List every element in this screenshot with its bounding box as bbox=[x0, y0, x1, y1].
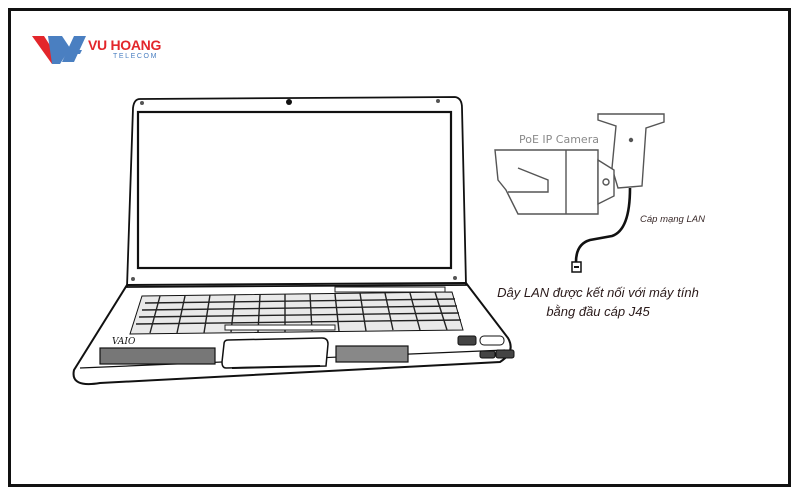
camera-label: PoE IP Camera bbox=[519, 133, 599, 146]
rj45-connector-icon bbox=[571, 261, 582, 273]
laptop-icon: VAIO bbox=[72, 96, 515, 386]
logo-mark-icon bbox=[32, 36, 86, 64]
description-line-1: Dây LAN được kết nối với máy tính bbox=[497, 285, 699, 300]
svg-text:VAIO: VAIO bbox=[112, 337, 136, 347]
cable-label: Cáp mạng LAN bbox=[640, 214, 705, 225]
description-line-2: bằng đầu cáp J45 bbox=[546, 304, 650, 319]
connection-description: Dây LAN được kết nối với máy tính bằng đ… bbox=[488, 283, 708, 321]
logo-brand-name: VU HOANG bbox=[88, 37, 162, 53]
lan-cable-icon bbox=[574, 187, 632, 263]
logo-subtitle: TELECOM bbox=[113, 53, 159, 60]
poe-camera-icon bbox=[494, 113, 665, 215]
